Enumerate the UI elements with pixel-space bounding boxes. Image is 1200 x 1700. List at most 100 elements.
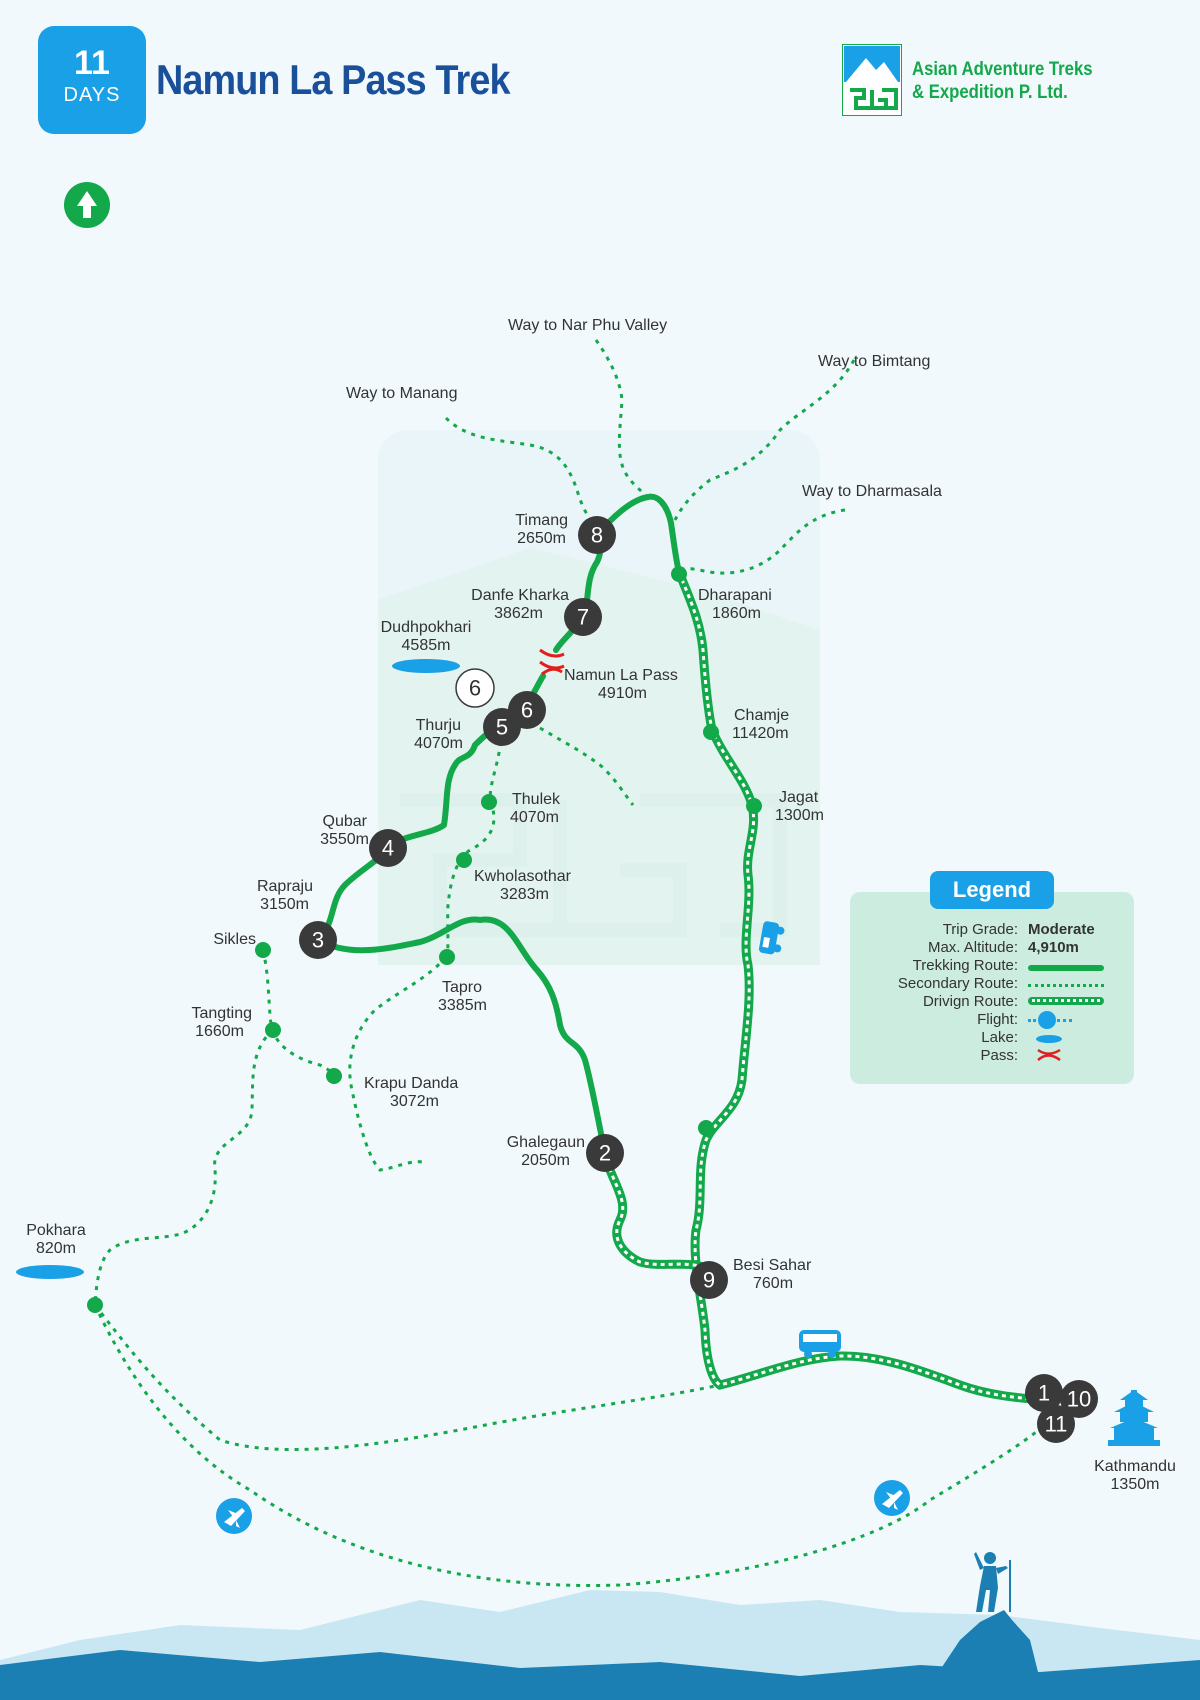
label-pokhara-name: Pokhara [26,1222,86,1239]
legend-driving-route-label: Drivign Route: [922,993,1018,1010]
waypoint-chamje [703,724,719,740]
route-way-to-dharmasala [677,508,846,575]
day-marker-9: 9 [690,1261,728,1299]
legend-secondary-route-label: Secondary Route: [897,975,1018,992]
legend-trekking-route-swatch [1028,965,1104,971]
day-marker-10: 10 [1060,1380,1098,1418]
waypoints [87,566,762,1313]
label-kathmandu-name: Kathmandu [1094,1458,1176,1475]
direction-labels: Way to Nar Phu Valley Way to Manang Way … [346,317,942,500]
company-name-line1: Asian Adventure Treks [912,59,1093,80]
pass-icon [1037,1048,1061,1062]
north-arrow-icon [64,182,110,228]
waypoint-dharapani [671,566,687,582]
days-label: DAYS [63,84,121,106]
label-jagat-alt: 1300m [775,807,824,824]
day-marker-5: 5 [483,708,521,746]
label-jagat-name: Jagat [779,789,819,806]
day-marker-7-label: 7 [577,605,589,630]
route-way-to-nar-phu [594,339,649,499]
pass-icon [539,648,565,676]
label-tapro-alt: 3385m [438,997,487,1014]
legend-driving-route-swatch [1028,997,1104,1005]
label-thurju-alt: 4070m [414,735,463,752]
day-marker-6-label: 6 [521,698,533,723]
waypoint-pokhara [87,1297,103,1313]
day-marker-3: 3 [299,921,337,959]
label-krapu-danda-alt: 3072m [390,1093,439,1110]
day-marker-11: 11 [1037,1405,1075,1443]
legend-max-altitude-label: Max. Altitude: [927,939,1018,956]
legend-pass-label: Pass: [980,1047,1018,1064]
label-tangting-alt: 1660m [195,1023,244,1040]
day-marker-6-alt: 6 [455,668,495,708]
label-kathmandu-alt: 1350m [1111,1476,1160,1493]
company-logo [842,44,902,116]
jeep-icon [758,921,785,955]
legend-panel [850,892,1134,1084]
waypoint-lower [698,1120,714,1136]
label-timang-name: Timang [515,512,568,529]
flight-pokhara-kathmandu [93,1304,1052,1587]
day-marker-4: 4 [369,829,407,867]
label-besi-sahar-name: Besi Sahar [733,1257,812,1274]
legend-trip-grade-label: Trip Grade: [942,921,1018,938]
driving-routes [600,567,1050,1405]
label-tapro-name: Tapro [442,979,482,996]
label-way-to-bimtang: Way to Bimtang [818,353,930,370]
day-marker-4-label: 4 [382,836,394,861]
day-marker-7: 7 [564,598,602,636]
waypoint-krapu-danda [326,1068,342,1084]
route-rapraju-to-thurju [315,724,505,943]
route-thulek [445,741,502,958]
waypoint-tangting [265,1022,281,1038]
label-dudhpokhari-name: Dudhpokhari [381,619,472,636]
route-tangting-pokhara [93,1028,275,1306]
label-way-to-manang: Way to Manang [346,385,457,402]
airplane-icon [874,1480,910,1516]
day-marker-3-label: 3 [312,928,324,953]
label-ghalegaun-alt: 2050m [521,1152,570,1169]
label-timang-alt: 2650m [517,530,566,547]
label-dudhpokhari-alt: 4585m [402,637,451,654]
legend-trekking-route-label: Trekking Route: [912,957,1018,974]
waypoint-thulek [481,794,497,810]
route-sikles-tangting [261,949,336,1078]
legend-max-altitude-value: 4,910m [1028,939,1079,956]
lake-pokhara [16,1265,84,1279]
label-way-to-dharmasala: Way to Dharmasala [802,483,942,500]
route-tapro-krapu [348,956,448,1172]
label-rapraju-alt: 3150m [260,896,309,913]
day-marker-9-label: 9 [703,1268,715,1293]
label-kwholasothar-alt: 3283m [500,886,549,903]
label-dharapani-name: Dharapani [698,587,772,604]
place-labels: Timang 2650m Danfe Kharka 3862m Dudhpokh… [26,512,1176,1493]
label-qubar-name: Qubar [323,813,368,830]
label-chamje-name: Chamje [734,707,789,724]
airplane-icon [216,1498,252,1534]
label-danfe-kharka-name: Danfe Kharka [471,587,569,604]
route-ghalegaun-to-rapraju [315,916,608,1156]
label-sikles-name: Sikles [213,931,256,948]
label-thulek-alt: 4070m [510,809,559,826]
label-thurju-name: Thurju [416,717,461,734]
waypoint-jagat [746,798,762,814]
label-namun-la-pass-name: Namun La Pass [564,667,678,684]
day-marker-6-alt-label: 6 [469,676,481,701]
day-marker-2: 2 [586,1134,624,1172]
label-besi-sahar-alt: 760m [753,1275,793,1292]
legend-secondary-route-swatch [1028,984,1104,987]
route-timang-to-dharapani [594,493,682,575]
day-marker-1-label: 1 [1038,1381,1050,1406]
airplane-icon [1038,1011,1056,1029]
label-kwholasothar-name: Kwholasothar [474,868,572,885]
days-number: 11 [74,44,110,82]
day-marker-8: 8 [578,516,616,554]
label-way-to-nar-phu: Way to Nar Phu Valley [508,317,667,334]
lake-dudhpokhari [392,659,460,673]
day-marker-1: 1 [1025,1374,1063,1412]
label-tangting-name: Tangting [192,1005,253,1022]
route-thurju-east [539,726,635,806]
company-name-line2: & Expedition P. Ltd. [912,82,1068,103]
